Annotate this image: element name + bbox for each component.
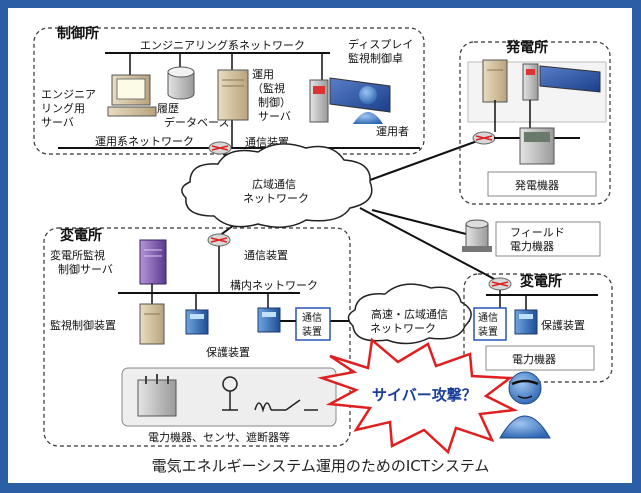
comm-box-remote-label-1: 通信 <box>478 312 498 324</box>
substation-server-label-2: 制御サーバ <box>58 262 113 276</box>
wide-area-network-label-2: ネットワーク <box>243 192 309 205</box>
operation-server-label-3: 制御） <box>258 95 291 109</box>
power-plant-title: 発電所 <box>505 39 548 56</box>
monitor-control-device-icon <box>139 303 165 345</box>
monitor-control-label: 監視制御装置 <box>50 318 116 332</box>
field-equipment-box <box>495 221 601 257</box>
database-icon <box>167 66 195 100</box>
comm-box-remote-label-2: 装置 <box>478 325 498 338</box>
history-db-label-2: データベース <box>164 115 229 129</box>
display-label-2: 監視制御卓 <box>348 51 403 65</box>
router-icon-control <box>208 141 232 155</box>
transformer-icon <box>137 374 177 417</box>
generator-controller-icon <box>519 127 555 165</box>
sensor-icon <box>222 376 238 411</box>
substation-server-label-1: 変電所監視 <box>50 248 105 262</box>
highspeed-network-label-2: ネットワーク <box>370 322 436 335</box>
power-equipment-remote-box <box>485 345 595 371</box>
engineering-server-label-1: エンジニア <box>41 88 96 101</box>
protection-device-icon-2 <box>257 307 281 333</box>
protection-device-icon-remote <box>514 309 538 335</box>
comm-box-main-label-2: 装置 <box>302 325 322 338</box>
control-center-title: 制御所 <box>57 25 99 42</box>
display-console-icon <box>309 77 391 123</box>
protection-device-icon-1 <box>185 309 209 335</box>
cyber-attack-burst <box>317 337 519 455</box>
comm-box-main-label-1: 通信 <box>302 312 322 324</box>
engineering-server-label-2: リング用 <box>41 101 85 115</box>
display-label-1: ディスプレイ <box>348 37 413 51</box>
router-icon-plant <box>472 131 496 145</box>
engineering-server-label-3: サーバ <box>41 116 74 129</box>
operator-icon <box>353 86 383 124</box>
highspeed-network-label-1: 高速・広域通信 <box>371 307 448 321</box>
field-equipment-label-1: フィールド <box>510 226 565 239</box>
power-plant-display-icon <box>522 63 601 101</box>
engineering-network-label: エンジニアリング系ネットワーク <box>140 38 305 52</box>
field-equipment-label-2: 電力機器 <box>510 239 554 253</box>
attacker-icon <box>499 371 551 439</box>
operation-server-label-4: サーバ <box>258 110 291 123</box>
router-icon-remote <box>488 277 512 291</box>
power-equipment-remote-label: 電力機器 <box>512 352 556 366</box>
substation-server-icon <box>139 239 167 285</box>
equipment-bottom-label: 電力機器、センサ、遮断器等 <box>148 430 290 444</box>
protection-main-label: 保護装置 <box>206 345 250 359</box>
comm-box-main <box>295 307 331 341</box>
wide-area-network-cloud <box>181 143 373 228</box>
substation-main-zone <box>43 227 351 447</box>
power-gen-equipment-box <box>487 171 597 197</box>
operator-label: 運用者 <box>376 125 409 138</box>
comm-device-sub-label: 通信装置 <box>244 249 288 262</box>
operation-server-label-2: （監視 <box>252 81 285 95</box>
engineering-server-icon <box>107 74 157 117</box>
figure-caption: 電気エネルギーシステム運用のためのICTシステム <box>151 457 490 475</box>
substation-main-title: 変電所 <box>60 227 102 244</box>
power-plant-zone <box>459 41 611 205</box>
power-gen-equipment-label: 発電機器 <box>515 178 559 192</box>
operation-server-label-1: 運用 <box>252 68 274 81</box>
substation-remote-title: 変電所 <box>520 273 562 290</box>
operation-network-label: 運用系ネットワーク <box>95 135 194 148</box>
premises-network-label: 構内ネットワーク <box>230 278 318 292</box>
field-equipment-icon <box>462 219 492 252</box>
wide-area-network-label-1: 広域通信 <box>252 178 296 191</box>
breaker-icon <box>254 399 318 413</box>
operation-server-icon <box>217 69 249 121</box>
comm-box-remote <box>473 307 507 341</box>
router-icon-substation <box>207 233 231 247</box>
history-db-label-1: 履歴 <box>157 102 179 115</box>
protection-remote-label: 保護装置 <box>541 318 585 332</box>
power-plant-server-icon <box>482 59 508 103</box>
cyber-attack-label: サイバー攻撃？ <box>372 386 477 404</box>
highspeed-network-cloud <box>347 283 472 345</box>
